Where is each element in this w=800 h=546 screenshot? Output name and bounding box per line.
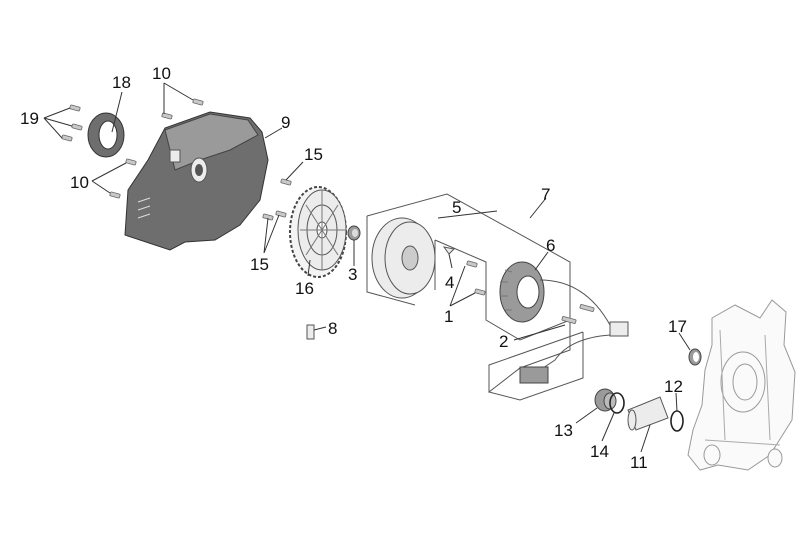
screws-1 xyxy=(466,260,486,296)
label-18: 18 xyxy=(112,73,131,92)
oil-drain-plug xyxy=(594,388,617,412)
label-13: 13 xyxy=(554,421,573,440)
label-17: 17 xyxy=(668,317,687,336)
label-5: 5 xyxy=(452,198,461,217)
label-9: 9 xyxy=(281,113,290,132)
label-1: 1 xyxy=(444,307,453,326)
label-16: 16 xyxy=(295,279,314,298)
fan-cover xyxy=(124,111,269,251)
wiring-harness xyxy=(519,279,629,384)
cooling-fan xyxy=(289,186,347,278)
screws-15 xyxy=(262,178,292,221)
flywheel-rotor xyxy=(371,217,436,299)
magneto-frame xyxy=(366,193,584,401)
oil-filter xyxy=(627,396,669,431)
stator xyxy=(499,261,545,323)
label-4: 4 xyxy=(445,273,454,292)
label-11: 11 xyxy=(630,453,648,472)
fan-cover-cap xyxy=(87,112,125,158)
label-12: 12 xyxy=(664,377,683,396)
label-14: 14 xyxy=(590,442,609,461)
screws-19 xyxy=(61,104,83,142)
leader-lines xyxy=(43,82,691,453)
o-ring-12 xyxy=(670,410,684,432)
crankcase xyxy=(687,299,796,471)
woodruff-key xyxy=(442,246,456,255)
oil-seal xyxy=(688,348,702,366)
screws-10 xyxy=(109,98,204,199)
label-15b: 15 xyxy=(250,255,269,274)
part-labels: 19 18 10 10 9 15 15 16 3 5 4 1 7 6 2 8 1… xyxy=(20,64,687,472)
flywheel-nut xyxy=(347,225,361,241)
label-6: 6 xyxy=(546,236,555,255)
label-10a: 10 xyxy=(152,64,171,83)
label-3: 3 xyxy=(348,265,357,284)
clip xyxy=(306,324,315,340)
label-19: 19 xyxy=(20,109,39,128)
label-15a: 15 xyxy=(304,145,323,164)
label-10b: 10 xyxy=(70,173,89,192)
label-8: 8 xyxy=(328,319,337,338)
o-ring-14 xyxy=(609,392,625,414)
label-2: 2 xyxy=(499,332,508,351)
label-7: 7 xyxy=(541,185,550,204)
